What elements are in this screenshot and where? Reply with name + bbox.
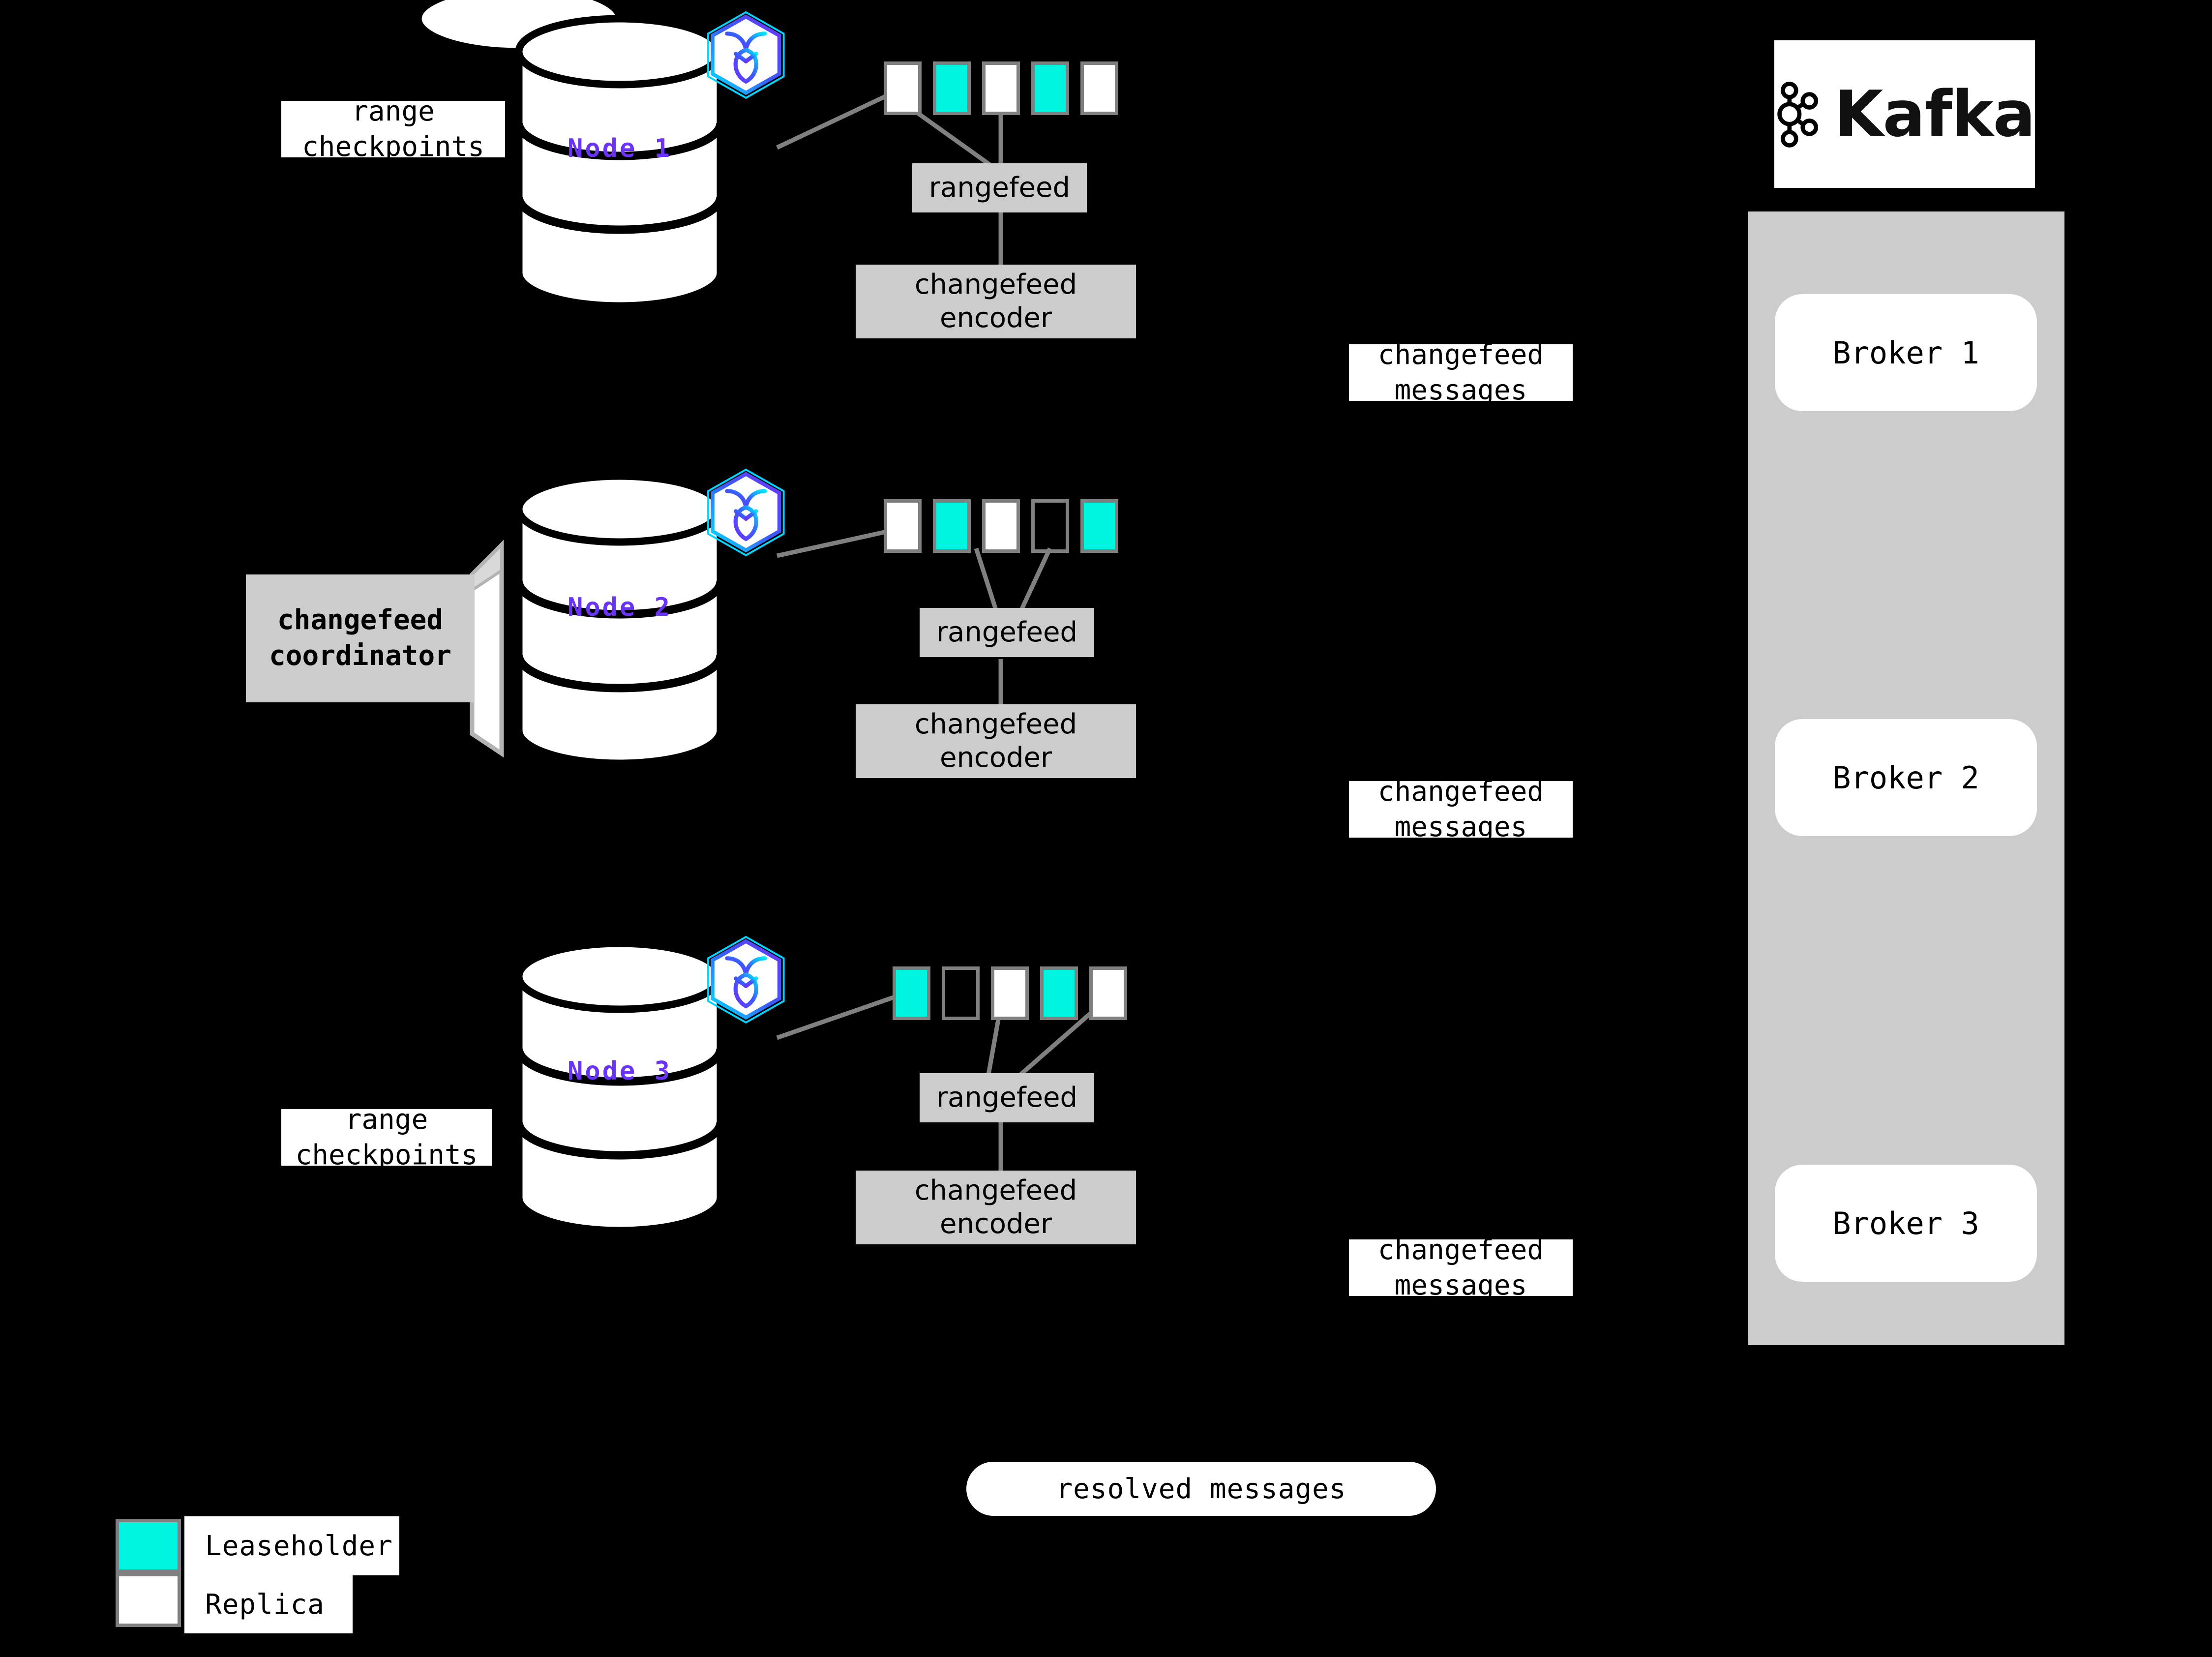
encoder-line-1: changefeed xyxy=(914,268,1077,301)
node2-cylinder xyxy=(514,472,725,767)
label-line-1: range xyxy=(345,1103,428,1136)
label-line-1: changefeed xyxy=(1377,775,1544,808)
node2-changefeed-encoder-box[interactable]: changefeed encoder xyxy=(856,704,1136,778)
node1-changefeed-encoder-box[interactable]: changefeed encoder xyxy=(856,265,1136,338)
node2-range-5-leaseholder[interactable] xyxy=(1080,499,1118,553)
node1-connectors xyxy=(776,87,1003,266)
legend-swatch-leaseholder xyxy=(116,1519,181,1573)
changefeed-messages-label-3: changefeed messages xyxy=(1349,1234,1573,1301)
changefeed-messages-label-2: changefeed messages xyxy=(1349,776,1573,843)
node1-range-4-leaseholder[interactable] xyxy=(1031,61,1069,115)
label-line-1: range xyxy=(352,95,435,127)
node1-range-2-leaseholder[interactable] xyxy=(933,61,971,115)
node3-range-5-replica[interactable] xyxy=(1089,966,1127,1020)
label-line-2: checkpoints xyxy=(295,1139,478,1171)
node1-label: Node 1 xyxy=(568,134,672,163)
node3-changefeed-encoder-box[interactable]: changefeed encoder xyxy=(856,1171,1136,1244)
node3-range-4-leaseholder[interactable] xyxy=(1040,966,1078,1020)
node2-range-1-replica[interactable] xyxy=(884,499,922,553)
encoder-line-2: encoder xyxy=(939,302,1052,334)
coordinator-line-2: coordinator xyxy=(269,640,451,672)
resolved-messages-pill: resolved messages xyxy=(966,1462,1436,1516)
legend-swatch-replica xyxy=(116,1573,181,1627)
node2-rangefeed-box[interactable]: rangefeed xyxy=(920,608,1094,657)
node2-label: Node 2 xyxy=(568,593,672,622)
node3-range-2-empty[interactable] xyxy=(942,966,980,1020)
node1-range-1-replica[interactable] xyxy=(884,61,922,115)
changefeed-messages-label-1: changefeed messages xyxy=(1349,339,1573,406)
node1-cockroachdb-hexagon-icon xyxy=(707,11,785,99)
node2-range-2-leaseholder[interactable] xyxy=(933,499,971,553)
node2-range-4-empty[interactable] xyxy=(1031,499,1069,553)
label-line-1: changefeed xyxy=(1377,1234,1544,1266)
legend-label-replica: Replica xyxy=(184,1575,353,1633)
encoder-line-2: encoder xyxy=(939,1208,1052,1240)
node1-range-checkpoints-label: range checkpoints xyxy=(281,95,505,163)
changefeed-coordinator-box: changefeed coordinator xyxy=(246,574,475,702)
encoder-line-1: changefeed xyxy=(914,1174,1077,1206)
node3-range-checkpoints-label: range checkpoints xyxy=(281,1104,492,1171)
node3-range-3-replica[interactable] xyxy=(991,966,1029,1020)
label-line-2: messages xyxy=(1394,374,1527,406)
coordinator-line-1: changefeed xyxy=(277,604,444,636)
kafka-logo-box: Kafka xyxy=(1774,40,2035,188)
label-line-2: checkpoints xyxy=(302,130,484,163)
node2-connectors xyxy=(777,526,1052,713)
node2-cockroachdb-hexagon-icon xyxy=(707,468,785,557)
coordinator-callout-wing xyxy=(470,540,504,758)
encoder-line-2: encoder xyxy=(939,742,1052,774)
node3-label: Node 3 xyxy=(568,1056,672,1086)
kafka-wordmark: Kafka xyxy=(1834,77,2035,151)
node3-cockroachdb-hexagon-icon xyxy=(707,935,785,1024)
label-line-2: messages xyxy=(1394,811,1527,843)
kafka-broker-2[interactable]: Broker 2 xyxy=(1775,719,2037,836)
legend-label-leaseholder: Leaseholder xyxy=(184,1516,399,1575)
label-line-1: changefeed xyxy=(1377,338,1544,371)
node1-cylinder xyxy=(414,0,725,310)
node1-range-5-replica[interactable] xyxy=(1080,61,1118,115)
node2-range-3-replica[interactable] xyxy=(982,499,1020,553)
node3-range-1-leaseholder[interactable] xyxy=(893,966,930,1020)
kafka-inbound-arrowheads xyxy=(2061,333,2090,353)
encoder-line-1: changefeed xyxy=(914,708,1077,740)
kafka-broker-1[interactable]: Broker 1 xyxy=(1775,294,2037,411)
node3-cylinder xyxy=(514,939,725,1235)
kafka-node-graph-icon xyxy=(1777,81,1819,148)
node1-range-3-replica[interactable] xyxy=(982,61,1020,115)
node1-rangefeed-box[interactable]: rangefeed xyxy=(912,163,1087,212)
label-line-2: messages xyxy=(1394,1269,1527,1301)
kafka-broker-3[interactable]: Broker 3 xyxy=(1775,1165,2037,1282)
node3-rangefeed-box[interactable]: rangefeed xyxy=(920,1073,1094,1122)
